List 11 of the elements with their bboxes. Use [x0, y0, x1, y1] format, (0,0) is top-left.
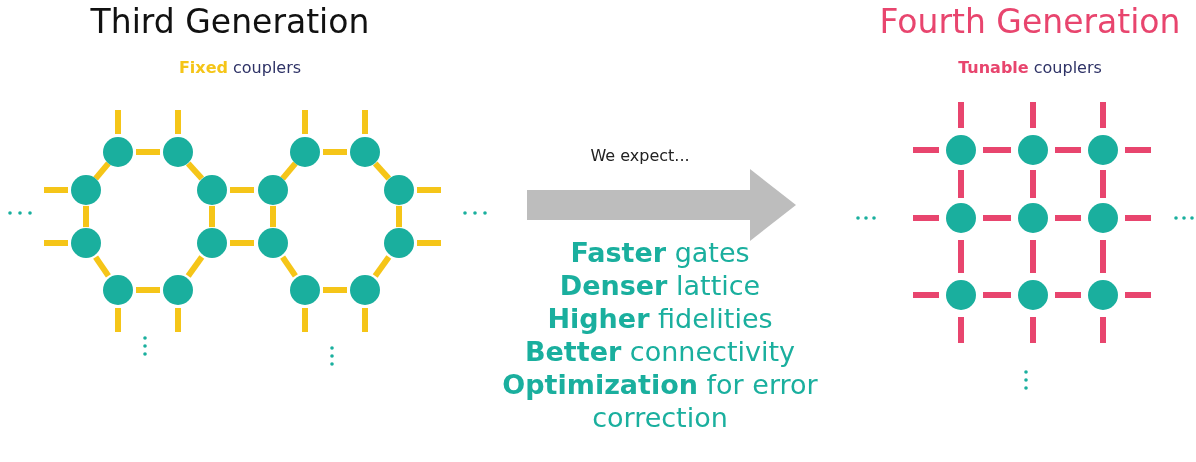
coupler-caption: Tunable couplers: [958, 58, 1102, 77]
coupler-caption: Fixed couplers: [178, 58, 302, 77]
edge-label: We expect...: [590, 146, 690, 165]
benefit-text: Higher fidelities: [547, 302, 773, 335]
benefit-text: Denser lattice: [559, 269, 761, 302]
benefit-text: Faster gates: [570, 236, 750, 269]
benefit-text: Better connectivity: [524, 335, 796, 368]
generation-title: Third Generation: [90, 2, 370, 41]
benefit-text: Optimization for error correction: [501, 368, 819, 434]
arrow: [527, 169, 796, 241]
generation-title: Fourth Generation: [879, 2, 1181, 41]
